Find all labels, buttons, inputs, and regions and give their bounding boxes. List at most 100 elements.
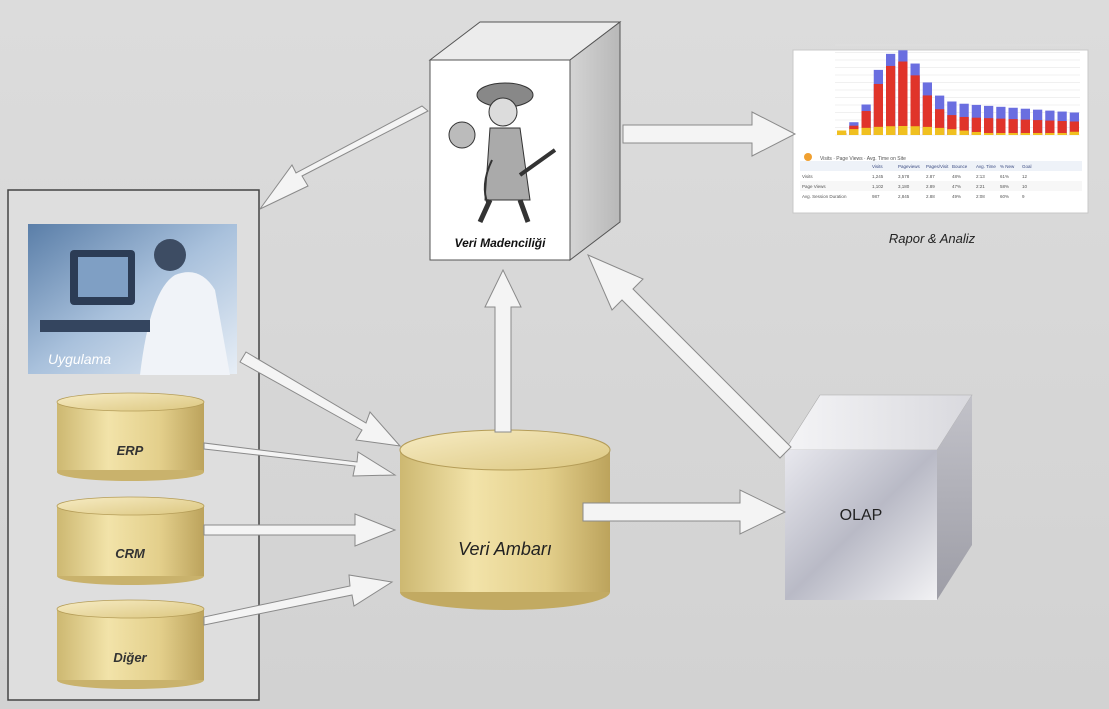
application-label: Uygulama bbox=[48, 351, 111, 367]
chart-bar-red bbox=[861, 111, 871, 135]
table-header-cell: Bounce bbox=[952, 164, 968, 169]
table-cell: 2.88 bbox=[926, 194, 935, 199]
chart-bar-red bbox=[1033, 120, 1043, 135]
arrow-other-to-warehouse bbox=[203, 574, 394, 626]
table-header-cell: Avg. Time bbox=[976, 164, 996, 169]
chart-bar-yellow bbox=[935, 127, 945, 135]
table-cell: 2.87 bbox=[926, 174, 935, 179]
chart-bar-yellow bbox=[996, 133, 1006, 135]
table-cell: 61% bbox=[1000, 174, 1009, 179]
report-table-title: Visits · Page Views · Avg. Time on Site bbox=[820, 156, 906, 162]
table-header-cell: % New bbox=[1000, 164, 1015, 169]
chart-bar-red bbox=[898, 61, 908, 135]
erp-database-icon: ERP bbox=[56, 392, 205, 481]
chart-bar-red bbox=[873, 83, 883, 135]
arrow-crm-to-warehouse bbox=[203, 513, 397, 547]
olap-cube-icon: OLAP bbox=[784, 394, 973, 600]
table-row bbox=[800, 191, 1082, 201]
chart-bar-yellow bbox=[1033, 133, 1043, 135]
warehouse-label: Veri Ambarı bbox=[458, 539, 552, 559]
crm-label: CRM bbox=[115, 546, 146, 561]
arrow-mining-to-report bbox=[622, 111, 797, 157]
table-cell: Visits bbox=[802, 174, 813, 179]
arrow-warehouse-to-olap bbox=[582, 489, 787, 535]
chart-bar-yellow bbox=[1020, 133, 1030, 135]
report-chart bbox=[835, 44, 1080, 136]
chart-bar-red bbox=[971, 117, 981, 135]
table-cell: 49% bbox=[952, 194, 961, 199]
chart-bar-red bbox=[1069, 121, 1079, 135]
arrow-olap-to-mining bbox=[587, 254, 792, 459]
chart-bar-yellow bbox=[922, 126, 932, 135]
table-cell: 60% bbox=[1000, 194, 1009, 199]
application-photo: Uygulama bbox=[28, 224, 237, 375]
erp-label: ERP bbox=[117, 443, 144, 458]
chart-bar-yellow bbox=[984, 133, 994, 135]
crm-database-icon: CRM bbox=[56, 496, 205, 585]
table-cell: 58% bbox=[1000, 184, 1009, 189]
table-cell: 2.89 bbox=[926, 184, 935, 189]
table-row bbox=[800, 181, 1082, 191]
chart-bar-yellow bbox=[947, 129, 957, 135]
table-cell: 12 bbox=[1022, 174, 1028, 179]
mining-label: Veri Madenciliği bbox=[455, 236, 547, 250]
report-logo-icon bbox=[804, 153, 812, 161]
chart-bar-red bbox=[922, 95, 932, 135]
table-header-cell: Goal bbox=[1022, 164, 1032, 169]
chart-bar-red bbox=[959, 116, 969, 135]
chart-bar-red bbox=[1008, 119, 1018, 135]
chart-bar-red bbox=[996, 118, 1006, 135]
table-cell: 9 bbox=[1022, 194, 1025, 199]
table-cell: Page Views bbox=[802, 184, 826, 189]
table-cell: Avg. Session Duration bbox=[802, 194, 847, 199]
table-cell: 2:21 bbox=[976, 184, 985, 189]
chart-bar-yellow bbox=[849, 129, 859, 135]
other-label: Diğer bbox=[113, 650, 147, 665]
report-label: Rapor & Analiz bbox=[889, 231, 976, 246]
table-header-cell: Pages/Visit bbox=[926, 164, 949, 169]
other-database-icon: Diğer bbox=[56, 599, 205, 689]
chart-bar-red bbox=[910, 75, 920, 135]
table-cell: 48% bbox=[952, 174, 961, 179]
chart-bar-yellow bbox=[971, 131, 981, 135]
table-cell: 2:08 bbox=[976, 194, 985, 199]
table-cell: 2:13 bbox=[976, 174, 985, 179]
arrow-app-to-warehouse bbox=[239, 351, 402, 447]
table-header-cell: Pageviews bbox=[898, 164, 921, 169]
chart-bar-red bbox=[984, 118, 994, 135]
chart-bar-yellow bbox=[1057, 133, 1067, 135]
chart-bar-yellow bbox=[886, 126, 896, 135]
chart-bar-yellow bbox=[898, 126, 908, 135]
chart-bar-red bbox=[947, 115, 957, 135]
table-cell: 47% bbox=[952, 184, 961, 189]
chart-bar-yellow bbox=[1008, 133, 1018, 135]
table-cell: 1,245 bbox=[872, 174, 884, 179]
chart-bar-yellow bbox=[1069, 131, 1079, 135]
chart-bar-yellow bbox=[959, 130, 969, 135]
chart-bar-red bbox=[1020, 119, 1030, 135]
table-row bbox=[800, 161, 1082, 171]
data-warehouse-icon: Veri Ambarı bbox=[399, 429, 611, 610]
chart-bar-red bbox=[886, 65, 896, 135]
table-header-cell: Visits bbox=[872, 164, 883, 169]
arrows bbox=[203, 105, 797, 626]
table-cell: 1,102 bbox=[872, 184, 884, 189]
chart-bar-yellow bbox=[837, 130, 847, 135]
olap-label: OLAP bbox=[840, 507, 883, 524]
table-row bbox=[800, 171, 1082, 181]
table-cell: 987 bbox=[872, 194, 880, 199]
chart-bar-red bbox=[1045, 120, 1055, 135]
chart-bar-yellow bbox=[910, 126, 920, 135]
chart-bar-red bbox=[935, 109, 945, 135]
report-panel: Visits · Page Views · Avg. Time on Site … bbox=[792, 44, 1089, 214]
arrow-warehouse-to-mining bbox=[484, 268, 522, 433]
table-cell: 2,845 bbox=[898, 194, 910, 199]
table-cell: 3,180 bbox=[898, 184, 910, 189]
chart-bar-yellow bbox=[1045, 133, 1055, 135]
data-mining-box: Veri Madenciliği bbox=[428, 20, 622, 262]
chart-bar-yellow bbox=[861, 127, 871, 135]
arrow-erp-to-warehouse bbox=[203, 442, 397, 477]
chart-bar-red bbox=[1057, 121, 1067, 135]
